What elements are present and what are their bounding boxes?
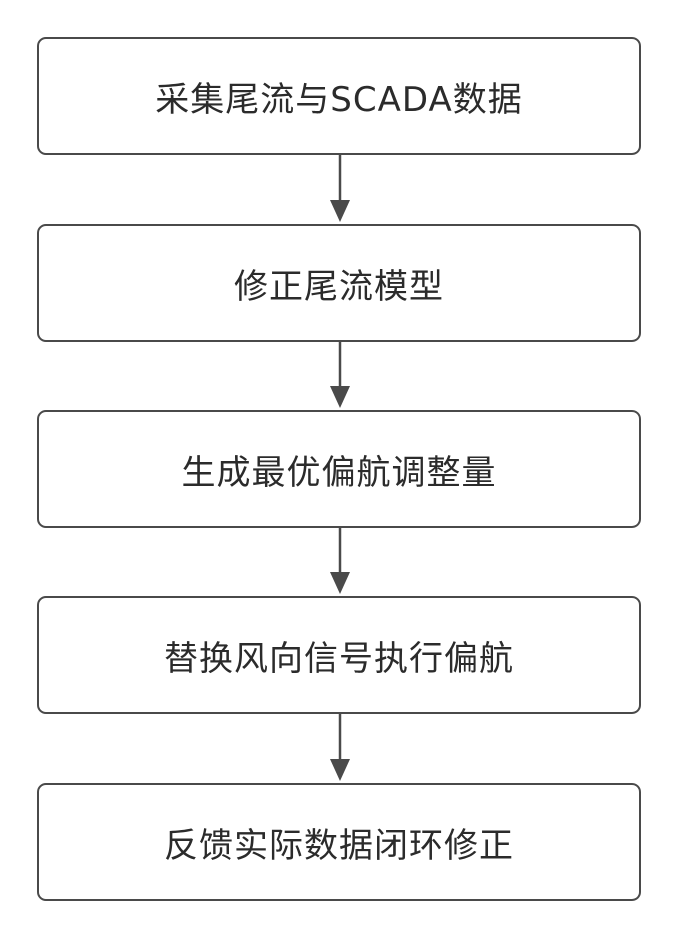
step-label: 反馈实际数据闭环修正 — [164, 818, 514, 867]
step-label: 修正尾流模型 — [234, 259, 444, 308]
step-label: 生成最优偏航调整量 — [182, 445, 497, 494]
step-generate-optimal-yaw: 生成最优偏航调整量 — [37, 410, 641, 528]
step-label: 采集尾流与SCADA数据 — [155, 72, 522, 121]
arrow-step3-to-step4 — [330, 528, 350, 594]
step-collect-wake-scada-data: 采集尾流与SCADA数据 — [37, 37, 641, 155]
step-replace-wind-signal-execute-yaw: 替换风向信号执行偏航 — [37, 596, 641, 714]
step-feedback-closed-loop-correction: 反馈实际数据闭环修正 — [37, 783, 641, 901]
step-label: 替换风向信号执行偏航 — [164, 631, 514, 680]
arrow-step4-to-step5 — [330, 714, 350, 781]
arrow-step2-to-step3 — [330, 342, 350, 408]
step-correct-wake-model: 修正尾流模型 — [37, 224, 641, 342]
arrow-step1-to-step2 — [330, 155, 350, 222]
